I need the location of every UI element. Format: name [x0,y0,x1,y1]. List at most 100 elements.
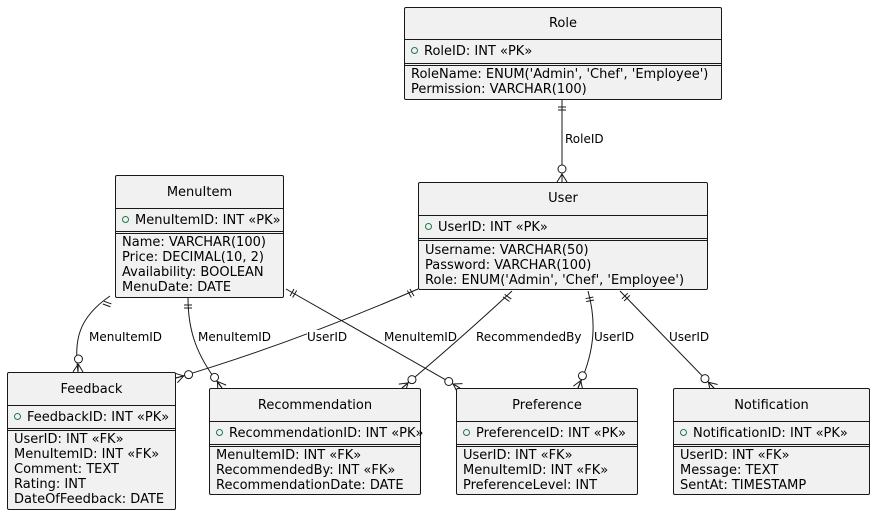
primary-key-icon [680,429,687,436]
field: RecommendedBy: INT «FK» [216,463,396,478]
field: MenuItemID: INT «FK» [14,447,160,462]
many-marker [556,173,563,183]
edge-user-preference [572,290,595,390]
entity-menuitem[interactable]: MenuItem MenuItemID: INT «PK» Name: VARC… [115,175,284,298]
field: Availability: BOOLEAN [122,265,264,280]
entity-user[interactable]: User UserID: INT «PK» Username: VARCHAR(… [418,182,708,290]
many-marker [217,381,223,389]
one-marker [292,290,298,298]
field: Price: DECIMAL(10, 2) [122,250,264,265]
one-marker [585,296,594,300]
pk-field: RecommendationID: INT «PK» [216,426,424,441]
field: Rating: INT [14,477,86,492]
many-marker [175,375,184,379]
relationship-line [175,288,419,379]
many-marker [176,375,185,384]
field: Name: VARCHAR(100) [122,235,266,250]
field: RoleName: ENUM('Admin', 'Chef', 'Employe… [411,67,709,82]
entity-recommendation[interactable]: Recommendation RecommendationID: INT «PK… [209,388,424,495]
pk-field: NotificationID: INT «PK» [680,426,848,441]
zero-marker [557,164,567,174]
zero-marker [700,374,710,384]
field: Permission: VARCHAR(100) [411,82,587,97]
field: MenuItemID: INT «FK» [216,448,362,463]
entity-feedback[interactable]: Feedback FeedbackID: INT «PK» UserID: IN… [7,372,176,510]
primary-key-icon [14,413,21,420]
relationship-label-feedback-menuitemid: MenuItemID [89,330,163,344]
entity-preference[interactable]: Preference PreferenceID: INT «PK» UserID… [456,388,638,495]
edge-menuitem-feedback [72,295,112,373]
many-marker [174,372,184,377]
edge-user-notification [619,290,718,392]
zero-marker [210,372,220,382]
one-marker [102,303,111,308]
one-marker [289,288,295,297]
zero-marker [407,375,417,385]
zero-marker [184,370,194,380]
one-marker [103,300,112,305]
one-marker [623,295,631,302]
many-marker [217,380,227,386]
many-marker [72,363,79,373]
entity-title: MenuItem [166,185,233,200]
many-marker [77,363,84,373]
many-marker [401,382,409,389]
field: Password: VARCHAR(100) [425,258,592,273]
primary-key-icon [463,429,470,436]
primary-key-icon [411,47,418,54]
pk-field: FeedbackID: INT «PK» [14,410,169,425]
field: SentAt: TIMESTAMP [680,478,807,493]
entity-notification[interactable]: Notification NotificationID: INT «PK» Us… [673,388,870,495]
pk-field: MenuItemID: INT «PK» [122,213,281,228]
field: MenuItemID: INT «FK» [463,463,609,478]
many-marker [452,383,461,389]
field: UserID: INT «FK» [680,448,790,463]
edge-user-feedback [174,288,419,384]
relationship-label-recommendedby: RecommendedBy [476,330,582,344]
field: Comment: TEXT [14,462,119,477]
entity-title: User [548,191,578,206]
relationship-label-feedback-userid: UserID [307,330,348,344]
many-marker [561,173,568,183]
relationship-line [619,290,715,389]
entity-title: Notification [734,398,809,413]
entity-title: Feedback [60,382,123,397]
one-marker [502,296,510,302]
relationship-label-notification-userid: UserID [669,330,710,344]
edge-role-user [556,100,568,183]
one-marker [586,299,595,303]
primary-key-icon [425,223,432,230]
one-marker [504,294,512,300]
pk-field: PreferenceID: INT «PK» [463,426,626,441]
relationship-label-preference-userid: UserID [594,330,635,344]
edge-user-recommendation [398,290,513,392]
field: DateOfFeedback: DATE [14,492,165,507]
zero-marker [73,354,83,364]
pk-field: RoleID: INT «PK» [411,44,532,59]
many-marker [572,380,582,387]
field: Message: TEXT [680,463,779,478]
many-marker [708,381,715,389]
field: RecommendationDate: DATE [216,478,404,493]
field: PreferenceLevel: INT [463,478,598,493]
zero-marker [577,371,587,381]
field: Username: VARCHAR(50) [425,243,589,258]
one-marker [621,292,629,300]
entity-title: Recommendation [257,398,373,413]
primary-key-icon [216,429,223,436]
relationship-label-recommendation-menuitemid: MenuItemID [198,330,272,344]
entity-title: Preference [512,398,582,413]
relationship-label-preference-menuitemid: MenuItemID [384,330,458,344]
pk-field: UserID: INT «PK» [425,220,548,235]
one-marker [406,290,412,298]
field: UserID: INT «FK» [14,432,124,447]
one-marker [409,288,415,297]
many-marker [708,381,718,386]
field: UserID: INT «FK» [463,448,573,463]
many-marker [398,382,409,385]
field: MenuDate: DATE [122,280,232,295]
relationship-label-roleid: RoleID [565,132,604,146]
edge-menuitem-preference [285,288,463,393]
entity-role[interactable]: Role RoleID: INT «PK» RoleName: ENUM('Ad… [404,7,722,100]
